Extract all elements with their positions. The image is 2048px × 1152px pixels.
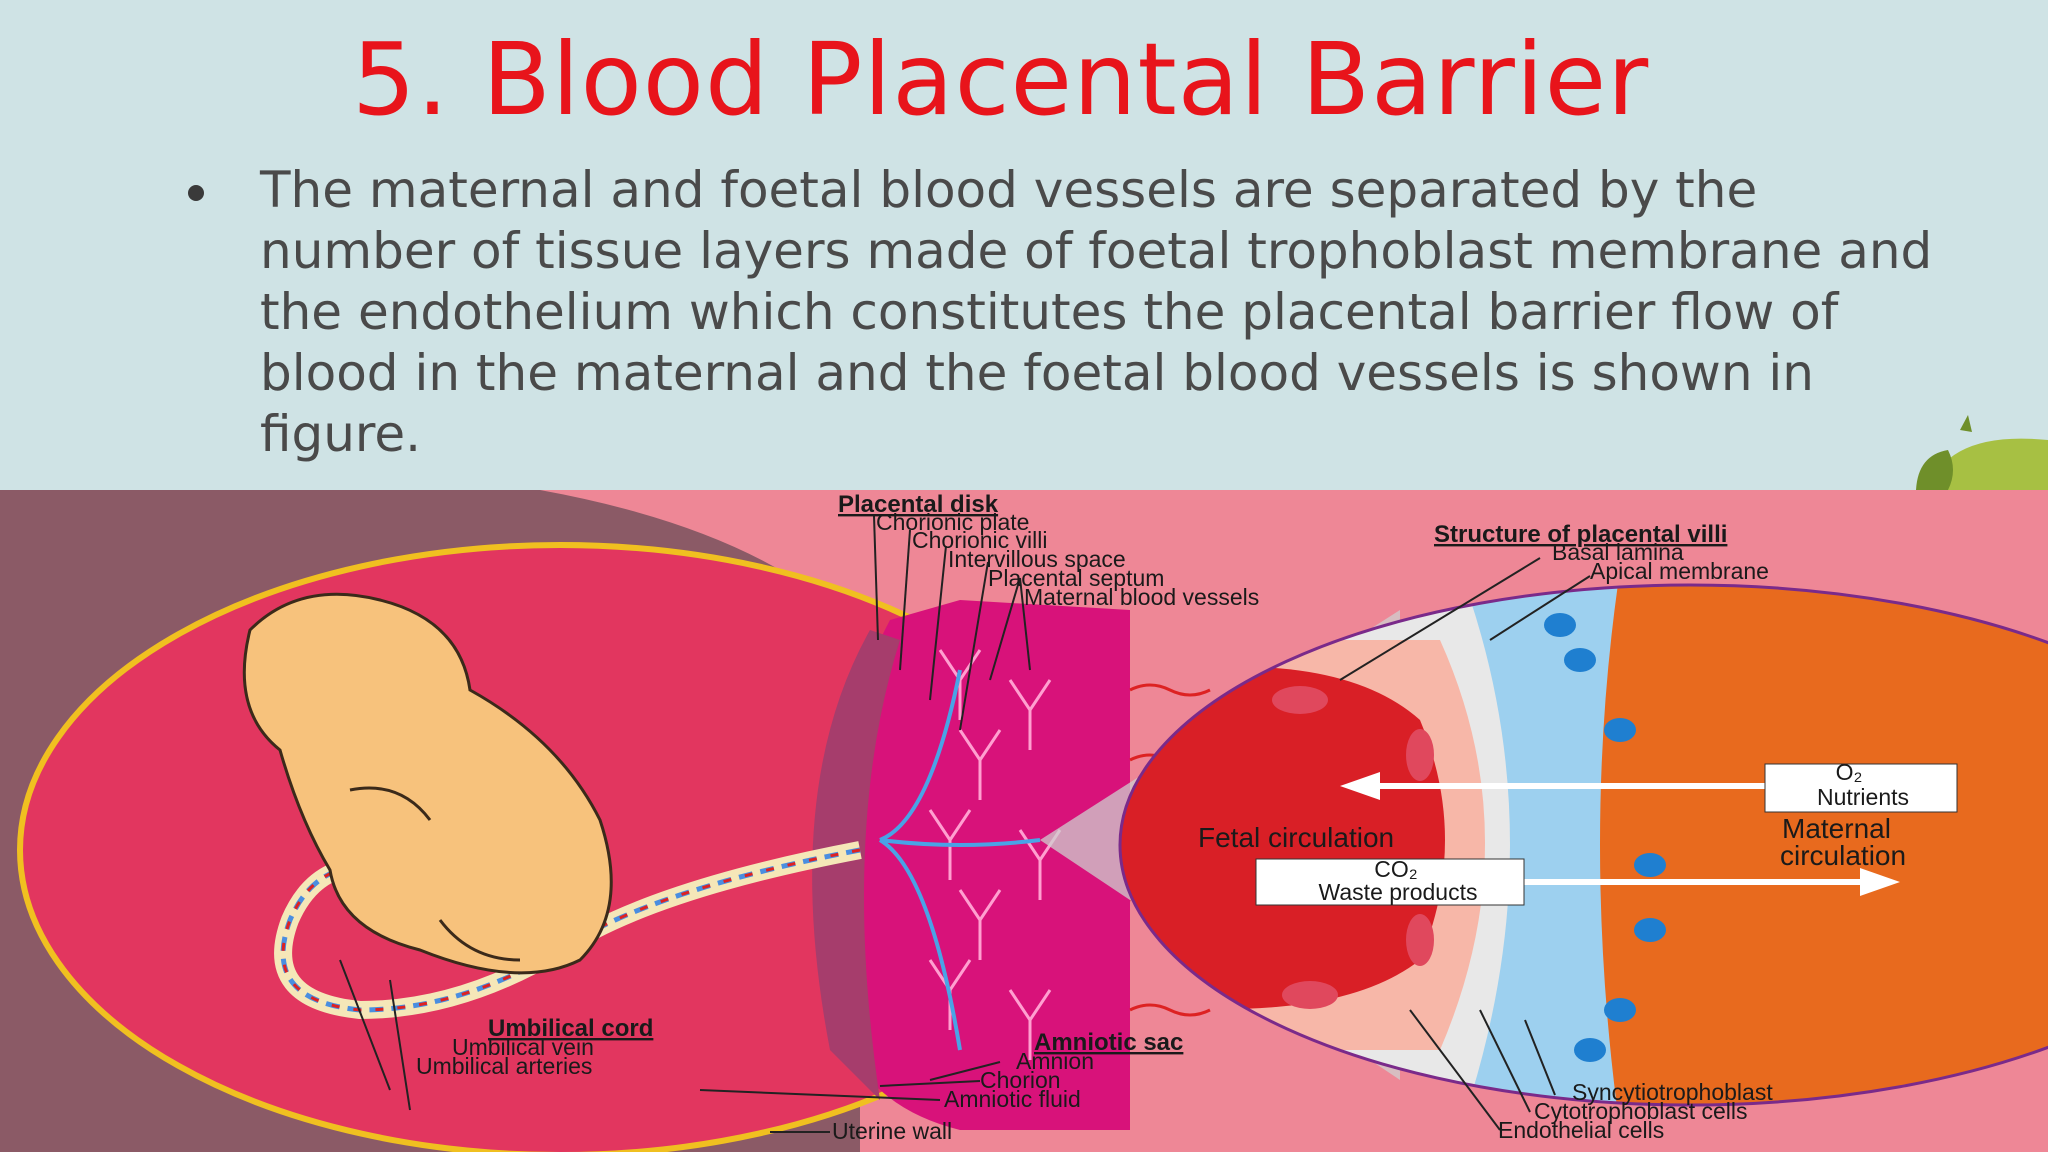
umbilical-vein-label: Umbilical vein bbox=[452, 1034, 594, 1060]
chorionic-villi-label: Chorionic villi bbox=[912, 527, 1047, 553]
uterine-wall-label: Uterine wall bbox=[832, 1118, 952, 1144]
placental-disk-heading: Placental disk bbox=[838, 491, 999, 518]
nutrients-arrowhead bbox=[1340, 772, 1380, 800]
bullet-line: The maternal and foetal blood vessels ar… bbox=[260, 161, 1758, 219]
cytotrophoblast-label: Cytotrophoblast cells bbox=[1534, 1098, 1748, 1124]
leader-lines bbox=[339, 515, 1591, 1133]
umbilical-cord-heading: Umbilical cord bbox=[488, 1015, 653, 1042]
fetus-leg bbox=[438, 919, 521, 962]
waste-arrowhead bbox=[1860, 868, 1900, 896]
umbilical-arteries bbox=[281, 848, 861, 1012]
basal-lamina-label: Basal lamina bbox=[1552, 539, 1684, 565]
nutrients-label: Nutrients bbox=[1817, 784, 1909, 810]
waste-box bbox=[1255, 858, 1525, 906]
apical-membrane-label: Apical membrane bbox=[1590, 558, 1769, 584]
placenta-diagram: Placental disk Chorionic plate Chorionic… bbox=[0, 490, 2048, 1152]
o2-label: O₂ bbox=[1836, 759, 1863, 785]
bullet-line: number of tissue layers made of foetal t… bbox=[260, 222, 1933, 280]
chorionic-plate-label: Chorionic plate bbox=[876, 509, 1029, 535]
umbilical-arteries-label: Umbilical arteries bbox=[416, 1053, 592, 1079]
chorionic-plate bbox=[812, 630, 900, 1100]
bullet-line: figure. bbox=[260, 405, 422, 463]
circulation-label: circulation bbox=[1780, 840, 1906, 871]
intervillous-space-label: Intervillous space bbox=[948, 546, 1126, 572]
amniotic-sac-heading: Amniotic sac bbox=[1034, 1029, 1183, 1056]
leaf-decoration-icon bbox=[1916, 415, 2048, 490]
placenta-disk bbox=[832, 600, 1130, 1130]
placental-septum-label: Placental septum bbox=[988, 565, 1164, 591]
bullet-icon bbox=[188, 185, 204, 201]
maternal-blood-vessels-label: Maternal blood vessels bbox=[1024, 584, 1259, 610]
fetal-vessels bbox=[878, 669, 1041, 1051]
bullet-line: the endothelium which constitutes the pl… bbox=[260, 283, 1839, 341]
slide-title: 5. Blood Placental Barrier bbox=[352, 21, 1650, 138]
villi-outline bbox=[1118, 583, 2048, 1107]
nutrients-box bbox=[1764, 763, 1958, 813]
amniotic-fluid-label: Amniotic fluid bbox=[944, 1086, 1081, 1112]
chorion-label: Chorion bbox=[980, 1067, 1061, 1093]
fetal-circulation-label: Fetal circulation bbox=[1198, 822, 1394, 853]
endothelial-cells-label: Endothelial cells bbox=[1498, 1117, 1664, 1143]
maternal-label: Maternal bbox=[1782, 813, 1891, 844]
fetus bbox=[242, 592, 613, 975]
villi-structure-heading: Structure of placental villi bbox=[1434, 521, 1727, 548]
fetus-arm bbox=[349, 786, 432, 821]
bullet-paragraph: The maternal and foetal blood vessels ar… bbox=[260, 160, 1933, 465]
syncytiotrophoblast-label: Syncytiotrophoblast bbox=[1572, 1079, 1773, 1105]
villi-structure bbox=[1120, 585, 2048, 1105]
waste-products-label: Waste products bbox=[1319, 879, 1478, 905]
bullet-line: blood in the maternal and the foetal blo… bbox=[260, 344, 1814, 402]
co2-label: CO₂ bbox=[1374, 856, 1417, 882]
amnion-label: Amnion bbox=[1016, 1048, 1094, 1074]
